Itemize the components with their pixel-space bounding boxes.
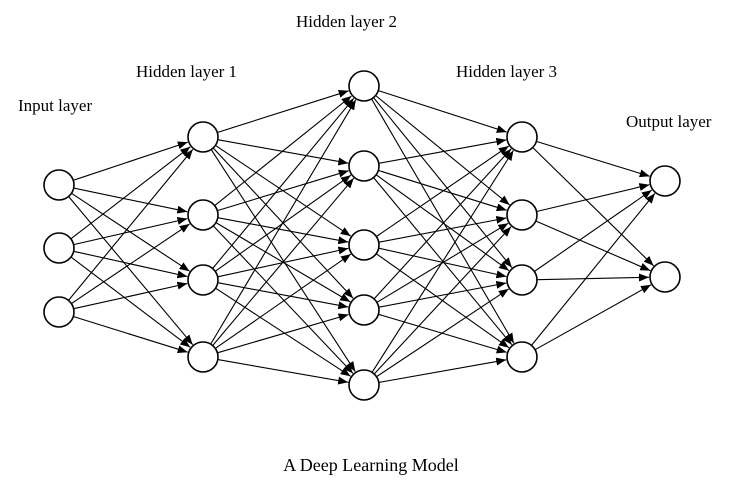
edge-input-2-to-hidden1-1: [70, 146, 191, 240]
edge-hidden1-1-to-hidden2-5: [210, 149, 356, 372]
edge-hidden1-2-to-hidden2-5: [212, 225, 354, 374]
edge-hidden1-4-to-hidden2-4: [217, 313, 349, 354]
neuron-hidden1-3: [187, 264, 219, 296]
edge-hidden1-2-to-hidden2-3: [217, 217, 349, 245]
neuron-hidden2-1: [348, 70, 380, 102]
neuron-hidden3-3: [506, 264, 538, 296]
neuron-input-3: [43, 296, 75, 328]
connections: [68, 90, 656, 385]
edge-hidden3-4-to-output-1: [531, 193, 656, 346]
edge-input-1-to-hidden1-3: [71, 192, 190, 272]
edge-hidden2-3-to-hidden3-2: [378, 215, 507, 243]
neuron-hidden2-3: [348, 229, 380, 261]
hidden-layer-1-label: Hidden layer 1: [136, 62, 238, 81]
edge-hidden2-2-to-hidden3-2: [378, 169, 507, 212]
edge-hidden2-3-to-hidden3-1: [376, 145, 510, 237]
edge-input-1-to-hidden1-2: [73, 187, 188, 214]
edge-hidden3-1-to-output-1: [536, 140, 650, 178]
neuron-hidden2-2: [348, 150, 380, 182]
edge-hidden2-1-to-hidden3-4: [371, 98, 515, 344]
hidden-layer-2-label: Hidden layer 2: [296, 12, 398, 31]
neuron-hidden2-5: [348, 369, 380, 401]
edge-hidden1-4-to-hidden2-5: [217, 359, 349, 385]
neuron-output-1: [649, 165, 681, 197]
edge-hidden1-3-to-hidden2-4: [217, 282, 349, 310]
neuron-output-2: [649, 261, 681, 293]
edge-hidden2-2-to-hidden3-1: [378, 137, 507, 164]
edge-hidden1-4-to-hidden2-3: [214, 253, 352, 349]
edge-hidden1-2-to-hidden2-1: [214, 95, 352, 207]
diagram-caption: A Deep Learning Model: [283, 455, 459, 475]
neuron-hidden3-1: [506, 121, 538, 153]
neuron-input-2: [43, 232, 75, 264]
neuron-hidden3-2: [506, 199, 538, 231]
edge-input-2-to-hidden1-4: [70, 256, 191, 348]
edge-input-3-to-hidden1-1: [68, 149, 194, 301]
edge-hidden3-1-to-output-2: [532, 147, 654, 267]
edge-hidden3-4-to-output-2: [534, 284, 652, 351]
edge-hidden2-4-to-hidden3-2: [376, 222, 509, 303]
edge-hidden3-3-to-output-1: [533, 189, 653, 272]
edge-input-1-to-hidden1-1: [73, 141, 188, 181]
edge-hidden2-5-to-hidden3-4: [378, 357, 507, 383]
neuron-hidden1-1: [187, 121, 219, 153]
output-layer-label: Output layer: [626, 112, 712, 131]
edge-hidden2-1-to-hidden3-3: [373, 97, 513, 268]
edge-input-3-to-hidden1-3: [73, 281, 188, 310]
neuron-hidden1-2: [187, 199, 219, 231]
neurons: [43, 70, 681, 401]
edge-hidden2-1-to-hidden3-1: [378, 90, 507, 133]
edge-hidden1-3-to-hidden2-5: [215, 287, 351, 377]
edge-input-3-to-hidden1-2: [71, 223, 191, 305]
neuron-hidden3-4: [506, 341, 538, 373]
edge-hidden1-4-to-hidden2-2: [212, 177, 355, 346]
hidden-layer-3-label: Hidden layer 3: [456, 62, 558, 81]
edge-hidden1-4-to-hidden2-1: [210, 99, 357, 345]
edge-hidden1-2-to-hidden2-2: [217, 169, 349, 212]
edge-hidden1-1-to-hidden2-1: [217, 90, 349, 134]
edge-input-2-to-hidden1-2: [73, 216, 188, 246]
neuron-hidden1-4: [187, 341, 219, 373]
edge-hidden2-2-to-hidden3-3: [375, 174, 510, 272]
edge-hidden2-5-to-hidden3-1: [371, 150, 514, 373]
input-layer-label: Input layer: [18, 96, 93, 115]
edge-hidden2-5-to-hidden3-2: [373, 226, 512, 375]
edge-input-1-to-hidden1-4: [68, 196, 194, 346]
edge-hidden1-3-to-hidden2-1: [212, 97, 355, 269]
edge-hidden2-4-to-hidden3-1: [373, 148, 512, 300]
edge-hidden2-5-to-hidden3-3: [376, 288, 510, 378]
edge-hidden2-4-to-hidden3-3: [378, 280, 507, 308]
neuron-input-1: [43, 169, 75, 201]
edge-hidden2-1-to-hidden3-2: [375, 95, 510, 206]
edge-hidden3-3-to-output-2: [536, 273, 650, 282]
edge-input-3-to-hidden1-4: [73, 315, 188, 354]
edge-hidden3-2-to-output-2: [535, 220, 651, 272]
edge-hidden3-2-to-output-1: [536, 183, 650, 213]
neuron-hidden2-4: [348, 294, 380, 326]
